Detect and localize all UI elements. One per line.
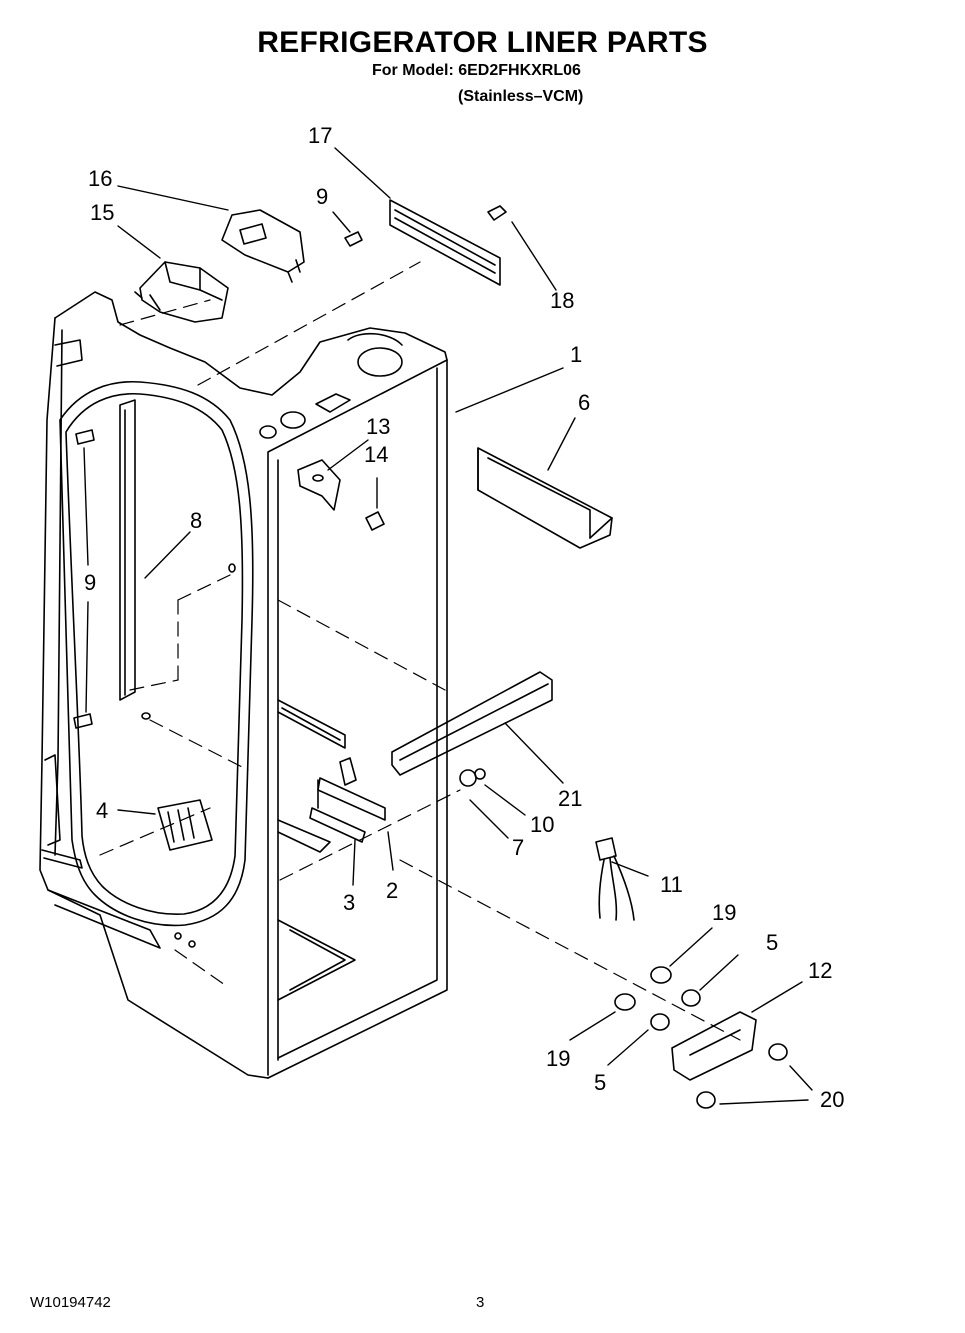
finish-line: (Stainless–VCM)	[458, 88, 584, 105]
callout-1: 1	[570, 342, 582, 367]
part-6-channel	[477, 447, 613, 549]
callout-14: 14	[364, 442, 388, 467]
callout-leaders	[83, 147, 813, 1105]
part-2-3-brackets	[309, 757, 386, 843]
callout-5b: 5	[594, 1070, 606, 1095]
callout-6: 6	[578, 390, 590, 415]
part-15-housing	[134, 261, 229, 323]
part-17-strip	[389, 199, 501, 286]
part-16-bracket	[221, 209, 305, 283]
part-20-bulbs	[696, 1043, 788, 1109]
part-14-screw	[365, 511, 385, 531]
callout-3: 3	[343, 890, 355, 915]
callout-20: 20	[820, 1087, 844, 1112]
callout-5a: 5	[766, 930, 778, 955]
part-21-bar	[391, 671, 553, 776]
callout-2: 2	[386, 878, 398, 903]
page-number: 3	[476, 1294, 485, 1311]
callout-9b: 9	[84, 570, 96, 595]
part-18-screw	[487, 205, 507, 221]
part-10-7-knob	[459, 768, 486, 787]
part-13-bracket	[297, 459, 341, 511]
dashed-leaders	[99, 261, 741, 1041]
callout-4: 4	[96, 798, 108, 823]
part-11-harness	[595, 837, 635, 921]
callout-18: 18	[550, 288, 574, 313]
document-number: W10194742	[30, 1294, 111, 1311]
callout-19b: 19	[546, 1046, 570, 1071]
callout-11: 11	[660, 872, 683, 897]
callout-21: 21	[558, 786, 582, 811]
part-4-vent	[157, 799, 213, 851]
page-title: REFRIGERATOR LINER PARTS	[257, 26, 708, 59]
callout-12: 12	[808, 958, 832, 983]
callout-15: 15	[90, 200, 114, 225]
callout-19a: 19	[712, 900, 736, 925]
model-line: For Model: 6ED2FHKXRL06	[372, 62, 581, 79]
part-9-screw-top	[344, 231, 363, 247]
callout-17: 17	[308, 123, 332, 148]
liner-body	[39, 291, 448, 1079]
callout-13: 13	[366, 414, 390, 439]
part-12-housing	[671, 1011, 757, 1081]
callout-7: 7	[512, 835, 524, 860]
callout-9a: 9	[316, 184, 328, 209]
part-19-5-sockets	[614, 966, 701, 1031]
callout-16: 16	[88, 166, 112, 191]
callout-labels: 17 16 9 15 18 1 6 13 14 8 9 4 21 10 7 3 …	[84, 123, 844, 1112]
callout-8: 8	[190, 508, 202, 533]
callout-10: 10	[530, 812, 554, 837]
part-9-screws-side	[73, 429, 95, 729]
